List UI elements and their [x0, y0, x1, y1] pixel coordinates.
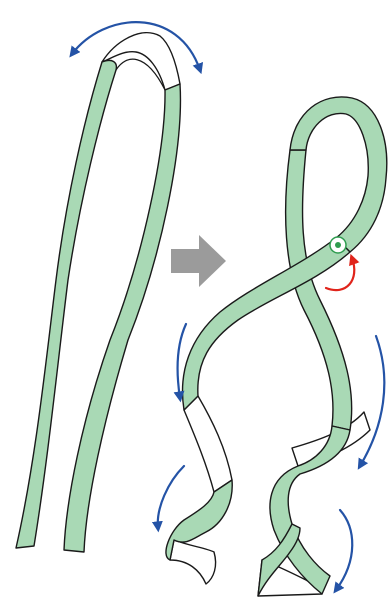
motion-arrow-right-upper: [357, 334, 386, 470]
loop-before-twist: [15, 32, 182, 553]
twist-right-tail: [257, 523, 301, 597]
twist-rotation-arrow: [324, 253, 360, 292]
twist-crossing-band: [181, 237, 351, 411]
pivot-marker: [329, 236, 347, 254]
pivot-point-icon: [335, 242, 341, 248]
loop-right-strand: [63, 83, 182, 553]
right-arrow-icon: [171, 235, 226, 287]
twist-lower-left-back: [183, 395, 233, 493]
twist-top-loop: [289, 96, 388, 253]
step-arrow: [171, 235, 226, 287]
ribbon-after-twist: [165, 96, 388, 597]
loop-left-strand: [15, 59, 118, 549]
motion-arrow-left-upper: [173, 322, 188, 403]
twist-lower-left-strand: [165, 479, 233, 561]
motion-arrow-right-lower: [333, 508, 354, 594]
twist-left-tail-back: [169, 539, 217, 585]
loop-motion-arrow: [69, 21, 204, 75]
motion-arrow-left-lower: [151, 464, 186, 533]
